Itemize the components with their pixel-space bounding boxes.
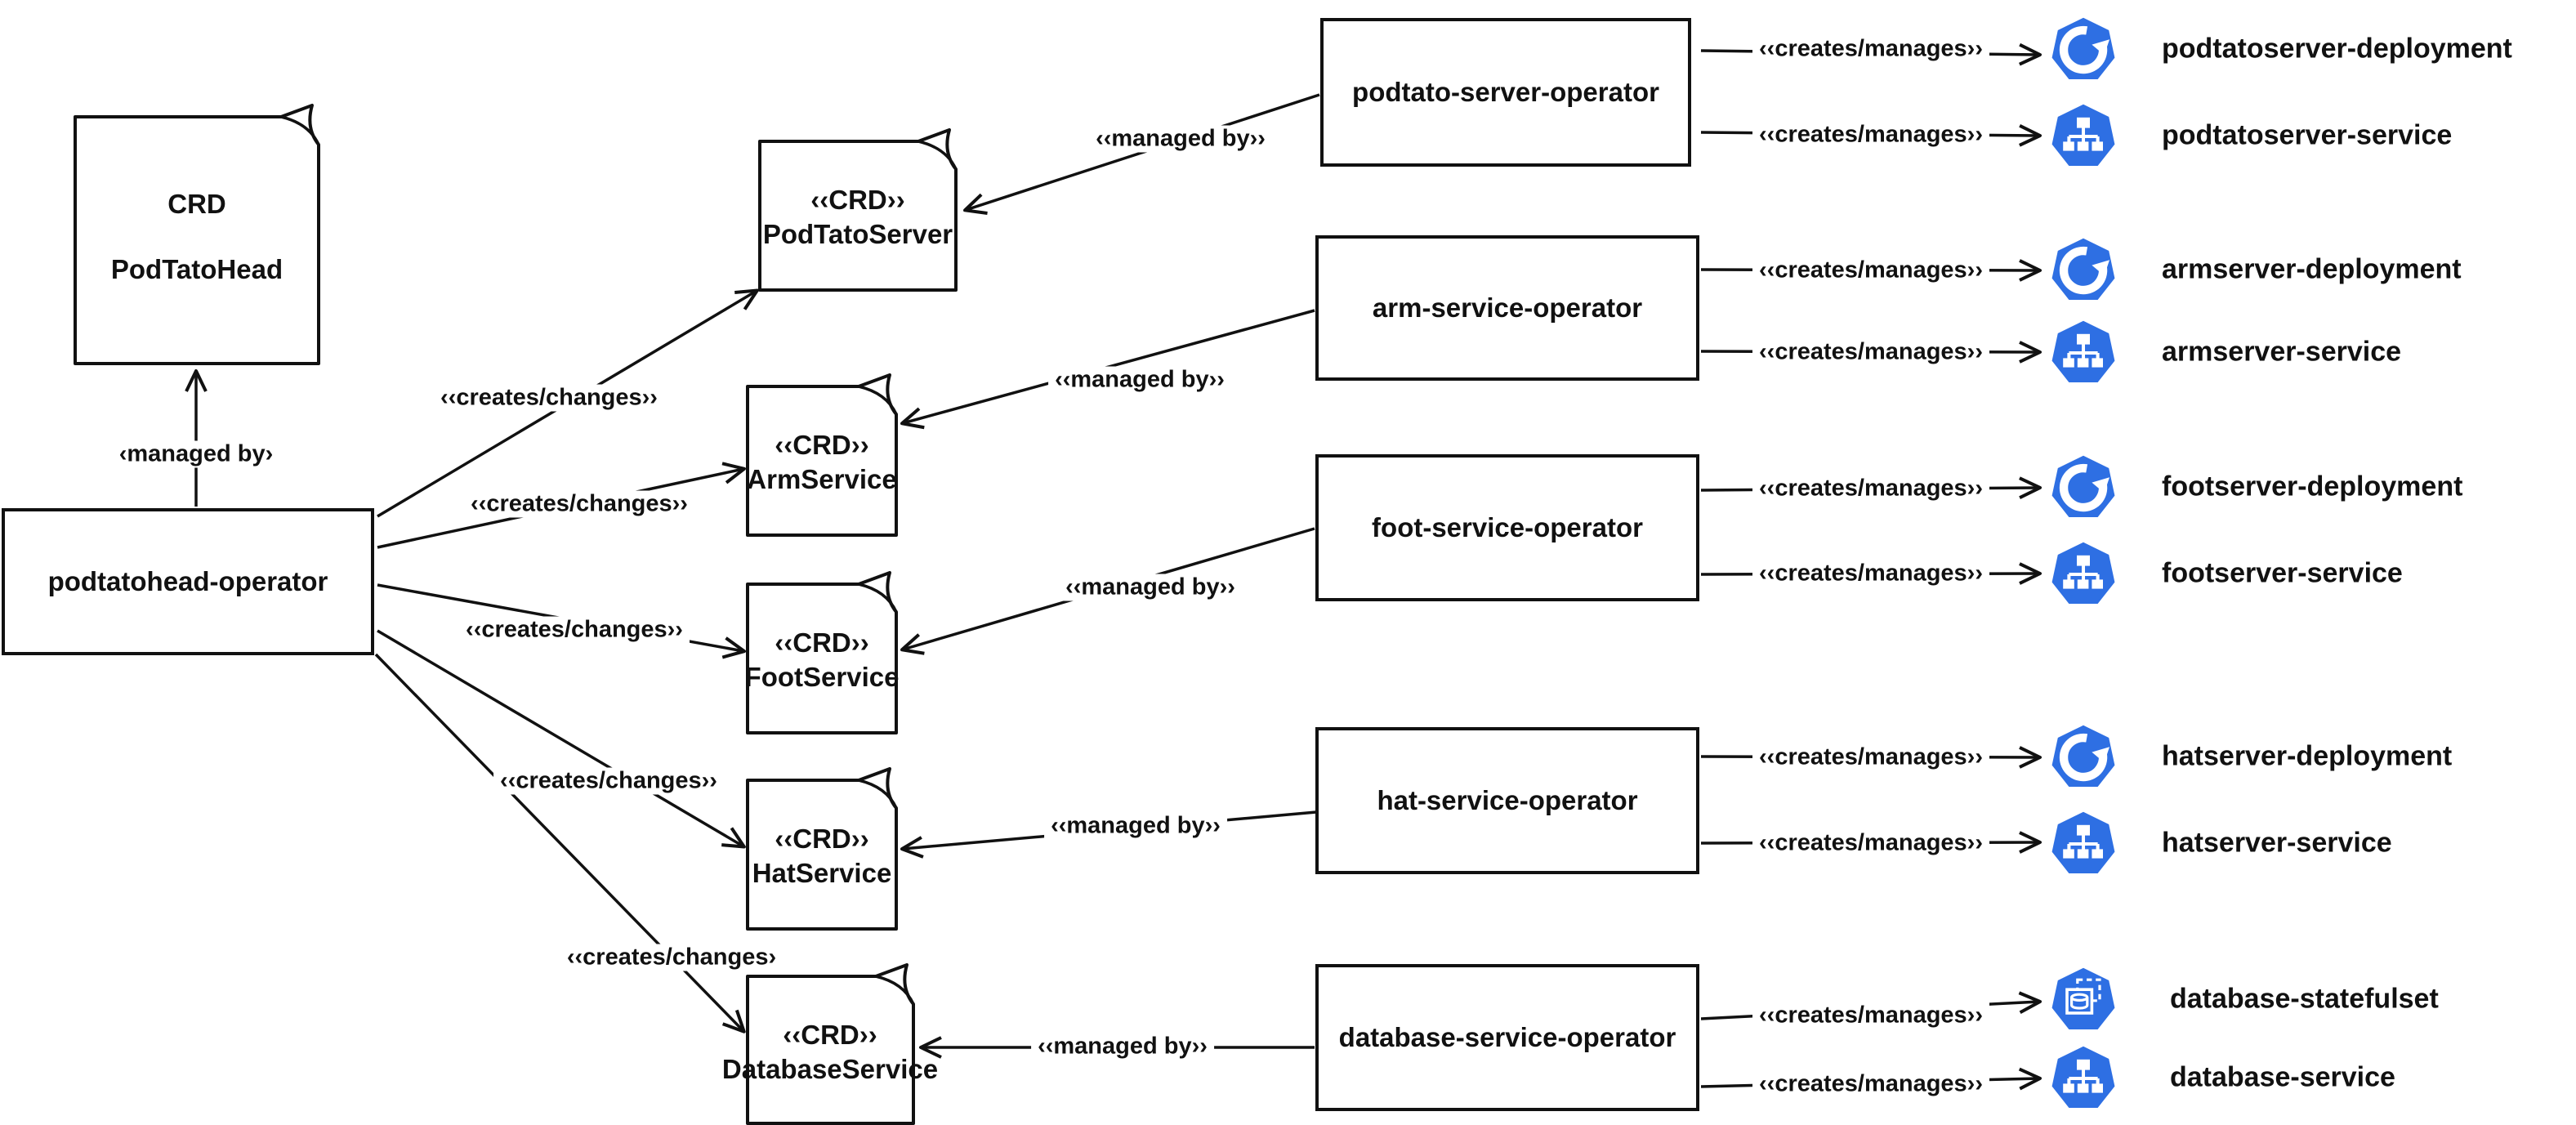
resource-label: podtatoserver-service [2162,119,2453,151]
edge-label-creates-manages: ‹‹creates/manages›› [1752,829,1989,857]
edge-label-managed-by: ‹‹managed by›› [1044,812,1227,840]
crd-head-title: CRD [167,189,226,219]
edge-label-creates-changes: ‹‹creates/changes›› [434,384,664,412]
fold-crease [917,140,958,170]
edge-label-managed-by: ‹‹managed by›› [1089,125,1272,153]
deployment-icon [2051,16,2116,84]
crd-podtatohead-document [74,104,320,365]
edge-label-creates-manages: ‹‹creates/manages›› [1752,257,1989,284]
fold-crease [858,779,898,809]
resource-label: hatserver-service [2162,827,2392,859]
node-foot-service-operator: foot-service-operator [1315,454,1699,601]
edge-label-creates-manages: ‹‹creates/manages›› [1752,35,1989,63]
edge-label-creates-changes: ‹‹creates/changes› [560,944,784,971]
node-label: foot-service-operator [1372,512,1643,542]
crd-stereotype: ‹‹CRD›› [775,824,869,854]
deployment-icon [2051,723,2116,792]
node-label: podtatohead-operator [47,566,328,596]
crd-name-armservice: ArmService [747,464,897,494]
node-label: arm-service-operator [1372,292,1643,323]
crd-stereotype: ‹‹CRD›› [775,627,869,658]
edge-label-creates-changes: ‹‹creates/changes›› [459,616,690,644]
node-podtato-server-operator: podtato-server-operator [1320,18,1691,167]
edge-label-managed-by-head: ‹managed by› [112,440,280,468]
edge-managed-by-podtatoserver [963,93,1320,215]
crd-head-name: PodTatoHead [110,254,283,284]
node-label: database-service-operator [1338,1022,1676,1052]
resource-label: footserver-service [2162,557,2403,589]
resource-label: hatserver-deployment [2162,740,2453,772]
service-icon [2051,540,2116,609]
edge-label-creates-changes: ‹‹creates/changes›› [493,767,724,795]
crd-stereotype: ‹‹CRD›› [783,1020,877,1050]
resource-label: armserver-service [2162,336,2402,368]
fold-crease [858,583,898,613]
service-icon [2051,1044,2116,1113]
fold-crease [875,975,915,1005]
crd-name-footservice: FootService [744,662,900,692]
node-arm-service-operator: arm-service-operator [1315,235,1699,381]
node-label: hat-service-operator [1377,785,1638,815]
crd-stereotype: ‹‹CRD›› [810,185,905,215]
statefulset-icon [2051,966,2116,1034]
edge-label-creates-manages: ‹‹creates/manages›› [1752,1070,1989,1098]
edge-label-creates-manages: ‹‹creates/manages›› [1752,121,1989,149]
resource-label: database-service [2170,1061,2395,1093]
edge-label-managed-by: ‹‹managed by›› [1059,574,1242,601]
fold-crease [280,115,320,145]
fold-crease [858,385,898,415]
deployment-icon [2051,453,2116,522]
service-icon [2051,102,2116,171]
resource-label: footserver-deployment [2162,471,2463,502]
edge-label-creates-manages: ‹‹creates/manages›› [1752,743,1989,771]
resource-label: armserver-deployment [2162,253,2462,285]
edge-creates-changes-databaseservice [374,653,746,1033]
node-label: podtato-server-operator [1352,77,1659,107]
crd-stereotype: ‹‹CRD›› [775,430,869,460]
edge-label-creates-manages: ‹‹creates/manages›› [1752,1002,1989,1029]
deployment-icon [2051,236,2116,305]
resource-label: podtatoserver-deployment [2162,33,2512,65]
crd-name-databaseservice: DatabaseService [721,1054,939,1084]
edge-label-managed-by: ‹‹managed by›› [1031,1033,1214,1060]
service-icon [2051,810,2116,878]
edge-label-creates-changes: ‹‹creates/changes›› [464,490,694,518]
crd-name-hatservice: HatService [752,858,892,888]
edge-creates-changes-hatservice [377,629,746,849]
crd-name-podtatoserver: PodTatoServer [762,219,953,249]
node-hat-service-operator: hat-service-operator [1315,727,1699,874]
edge-label-creates-manages: ‹‹creates/manages›› [1752,560,1989,587]
node-podtatohead-operator: podtatohead-operator [2,508,374,655]
node-database-service-operator: database-service-operator [1315,964,1699,1111]
edge-label-managed-by: ‹‹managed by›› [1048,366,1231,394]
edge-label-creates-manages: ‹‹creates/manages›› [1752,475,1989,502]
edge-label-creates-manages: ‹‹creates/manages›› [1752,338,1989,366]
service-icon [2051,319,2116,387]
resource-label: database-statefulset [2170,983,2439,1015]
